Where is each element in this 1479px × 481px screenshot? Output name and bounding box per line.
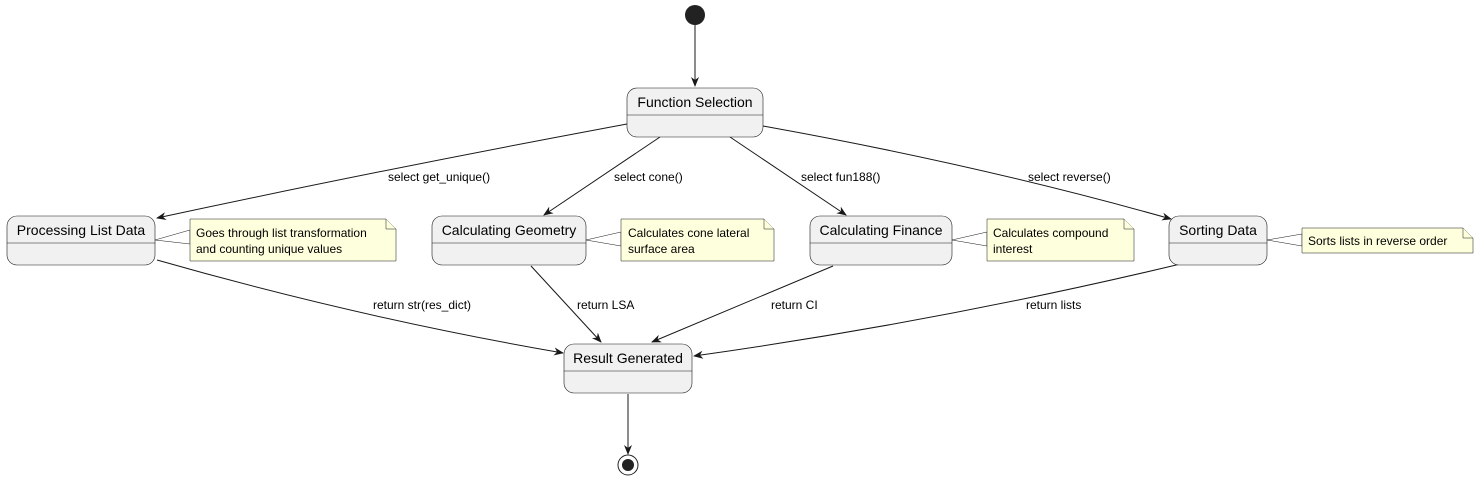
note-geometry-line-1: Calculates cone lateral	[628, 226, 749, 240]
edge-select-get-unique	[156, 123, 628, 221]
edge-label-return-lsa: return LSA	[577, 298, 634, 312]
initial-state	[685, 5, 705, 25]
state-function-selection: Function Selection	[626, 87, 764, 138]
edge-label-return-ci: return CI	[771, 298, 818, 312]
state-processing-list-data: Processing List Data	[6, 215, 156, 266]
note-processing-line-1: Goes through list transformation	[196, 226, 367, 240]
edge-label-return-lists: return lists	[1026, 298, 1081, 312]
edge-return-lsa	[530, 265, 602, 343]
note-sorting-data: Sorts lists in reverse order	[1266, 227, 1474, 254]
note-finance-line-1: Calculates compound	[993, 226, 1108, 240]
edge-return-res-dict	[156, 259, 564, 356]
state-title-result-generated: Result Generated	[573, 350, 683, 366]
edge-return-ci	[651, 265, 834, 343]
note-calculating-finance: Calculates compound interest	[951, 218, 1135, 262]
note-calculating-geometry: Calculates cone lateral surface area	[585, 218, 775, 262]
edge-label-return-res-dict: return str(res_dict)	[373, 298, 471, 312]
note-processing-list-data: Goes through list transformation and cou…	[154, 218, 397, 262]
note-finance-line-2: interest	[993, 242, 1033, 256]
note-geometry-line-2: surface area	[628, 242, 695, 256]
state-title-processing-list-data: Processing List Data	[17, 222, 146, 238]
edge-select-reverse	[762, 125, 1172, 221]
state-title-calculating-finance: Calculating Finance	[820, 222, 943, 238]
note-sorting-line-1: Sorts lists in reverse order	[1308, 234, 1447, 248]
state-result-generated: Result Generated	[563, 343, 693, 394]
edge-label-select-fun188: select fun188()	[801, 170, 880, 184]
edge-select-fun188	[729, 136, 847, 216]
state-sorting-data: Sorting Data	[1168, 215, 1268, 266]
edge-label-select-cone: select cone()	[614, 170, 683, 184]
edge-label-select-get-unique: select get_unique()	[388, 170, 490, 184]
final-state	[617, 454, 639, 476]
state-calculating-geometry: Calculating Geometry	[431, 215, 587, 266]
state-title-sorting-data: Sorting Data	[1179, 222, 1257, 238]
note-processing-line-2: and counting unique values	[196, 242, 342, 256]
state-title-function-selection: Function Selection	[637, 94, 752, 110]
state-calculating-finance: Calculating Finance	[809, 215, 953, 266]
edge-select-cone	[543, 136, 661, 216]
edge-return-lists	[693, 259, 1198, 359]
state-title-calculating-geometry: Calculating Geometry	[442, 222, 577, 238]
edge-label-select-reverse: select reverse()	[1028, 170, 1111, 184]
